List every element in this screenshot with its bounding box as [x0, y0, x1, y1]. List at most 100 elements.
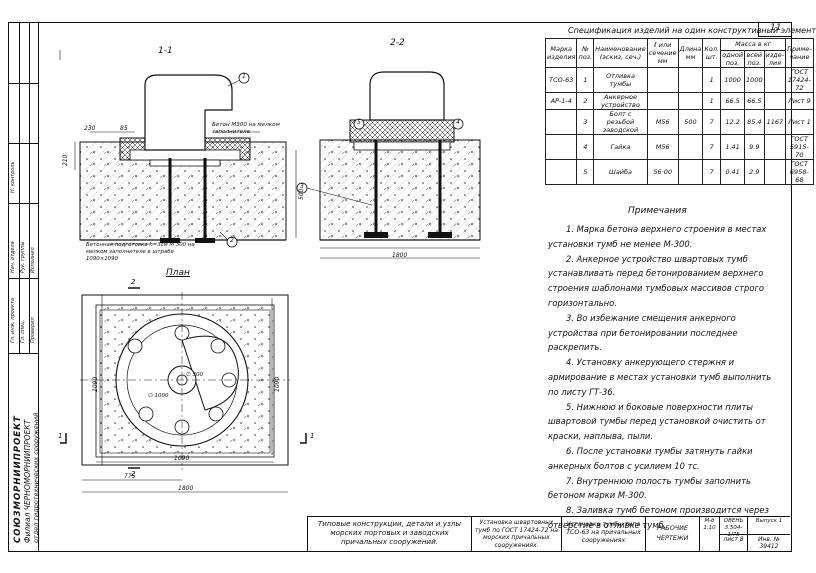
- title-block-theme: Установка швартовных тумб по ГОСТ 17424-…: [471, 517, 561, 551]
- spec-h-kol: Кол. шт.: [702, 38, 722, 68]
- spec-h-marka: Марка изделия: [544, 38, 578, 68]
- spec-cell: Лист 9: [785, 91, 814, 110]
- spec-cell: [677, 133, 704, 160]
- spec-cell: 1: [702, 91, 722, 110]
- dim-500: 500: [298, 188, 305, 200]
- spec-cell: Болт с резьбой заводской: [593, 108, 648, 135]
- spec-cell: 12.2: [720, 108, 746, 135]
- spec-cell: АР-1-4: [544, 91, 578, 110]
- callout-4: 4: [456, 119, 460, 126]
- note-item: 8. Заливка тумб бетоном производится чер…: [548, 505, 769, 530]
- spec-h-odnoi: одной поз.: [720, 49, 746, 68]
- section-1-1: [74, 72, 297, 248]
- spec-cell: [763, 66, 787, 93]
- dim-230: 230: [84, 125, 96, 132]
- beton-label: Бетон М300 на мелком заполнителе: [212, 122, 280, 135]
- dim-d300: ∅ 300: [186, 372, 204, 378]
- spec-cell: [544, 133, 578, 160]
- spec-cell: [763, 91, 787, 110]
- spec-cell: ГОСТ 6958-68: [785, 158, 814, 185]
- spec-h-mass: Масса в кг: [720, 38, 787, 51]
- spec-h-izd: изде-лия: [763, 49, 787, 68]
- spec-cell: 56·00: [646, 158, 679, 185]
- section-2-2-label: 2-2: [390, 38, 405, 48]
- spec-h-name: Наименование (эскиз, сеч.): [593, 38, 648, 68]
- note-item: 2. Анкерное устройство швартовых тумб ус…: [548, 253, 764, 308]
- dim-1090-left: 1090: [92, 376, 99, 392]
- title-block: Типовые конструкции, детали и узлы морск…: [307, 516, 790, 551]
- section-1-1-label: 1-1: [158, 46, 173, 56]
- spec-cell: М56: [646, 133, 679, 160]
- spec-cell: 1000: [720, 66, 746, 93]
- spec-table: Марка изделия № поз. Наименование (эскиз…: [544, 38, 814, 185]
- spec-cell: 3: [576, 108, 595, 135]
- spec-cell: Гайка: [593, 133, 648, 160]
- dim-1800-plan: 1800: [178, 485, 194, 492]
- callout-5: 5: [357, 119, 361, 126]
- spec-cell: [544, 108, 578, 135]
- title-block-scale: М-б 1:10: [699, 517, 719, 551]
- side-stamp-column: СОЮЗМОРНИИПРОЕКТ Филиал ЧЕРНОМОРНИИПРОЕК…: [8, 22, 40, 552]
- dim-d1000: ∅ 1000: [148, 393, 169, 399]
- note-item: 6. После установки тумбы затянуть гайки …: [548, 445, 753, 471]
- spec-cell: [646, 91, 679, 110]
- dim-1090-bottom: 1090: [174, 455, 190, 462]
- spec-cell: 5: [576, 158, 595, 185]
- dim-85: 85: [120, 125, 128, 132]
- spec-cell: [677, 158, 704, 185]
- callout-1: 1: [242, 73, 246, 80]
- spec-cell: 66.5: [720, 91, 746, 110]
- spec-cell: 7: [702, 108, 722, 135]
- notes-title: Примечания: [628, 206, 687, 216]
- spec-cell: Отливка тумбы: [593, 66, 648, 93]
- spec-cell: 500: [677, 108, 704, 135]
- spec-header-row: Марка изделия № поз. Наименование (эскиз…: [544, 38, 814, 68]
- spec-cell: 9.9: [744, 133, 765, 160]
- dim-1090-right: 1090: [274, 376, 281, 392]
- notes-block: 1. Марка бетона верхнего строения в мест…: [548, 222, 778, 533]
- spec-cell: 1: [576, 66, 595, 93]
- spec-cell: 66.5: [744, 91, 765, 110]
- drawing-frame: [38, 22, 792, 552]
- section-2-2: [296, 71, 481, 249]
- title-block-series: Типовые конструкции, детали и узлы морск…: [307, 517, 471, 551]
- cut-mark-right: 1: [310, 432, 315, 440]
- spec-cell: 85.4: [744, 108, 765, 135]
- note-item: 7. Внутреннюю полость тумбы заполнить бе…: [548, 475, 751, 501]
- title-block-inv: Инв. № 39412: [747, 534, 790, 551]
- callout-2: 2: [230, 237, 234, 244]
- spec-cell: Шайба: [593, 158, 648, 185]
- spec-cell: 1.41: [720, 133, 746, 160]
- title-block-vypusk: Выпуск 1: [747, 517, 790, 534]
- spec-cell: [646, 66, 679, 93]
- spec-cell: 1: [702, 66, 722, 93]
- spec-h-vsei: всей поз.: [744, 49, 765, 68]
- spec-h-pos: № поз.: [576, 38, 595, 68]
- plan-view: [60, 287, 307, 493]
- spec-h-len: ℓ или сечение мм: [646, 38, 679, 68]
- cut-mark-bottom: 2: [131, 470, 136, 478]
- podgotovka-label: Бетонная подготовка h=3см М 300 на мелко…: [86, 242, 195, 262]
- spec-h-dlina: Длина мм: [677, 38, 704, 68]
- dim-775: 775: [124, 473, 136, 480]
- spec-cell: 1000: [744, 66, 765, 93]
- spec-cell: Анкерное устройство: [593, 91, 648, 110]
- spec-cell: 7: [702, 133, 722, 160]
- note-item: 4. Установку анкерующего стержня и армир…: [548, 357, 772, 397]
- sheet-number: 11: [770, 23, 782, 33]
- callout-3: 3: [300, 183, 304, 190]
- spec-h-prim: Приме-чание: [785, 38, 814, 68]
- spec-cell: 2: [576, 91, 595, 110]
- spec-cell: [763, 133, 787, 160]
- title-block-stage: РАБОЧИЕ ЧЕРТЕЖИ: [645, 517, 699, 551]
- note-item: 5. Нижнюю и боковые поверхности плиты шв…: [548, 401, 766, 442]
- title-block-name: Установка тумбы типа ТСО-63 на причальны…: [561, 517, 645, 551]
- spec-cell: ТСО-63: [544, 66, 578, 93]
- spec-cell: 0.41: [720, 158, 746, 185]
- spec-cell: 2.9: [744, 158, 765, 185]
